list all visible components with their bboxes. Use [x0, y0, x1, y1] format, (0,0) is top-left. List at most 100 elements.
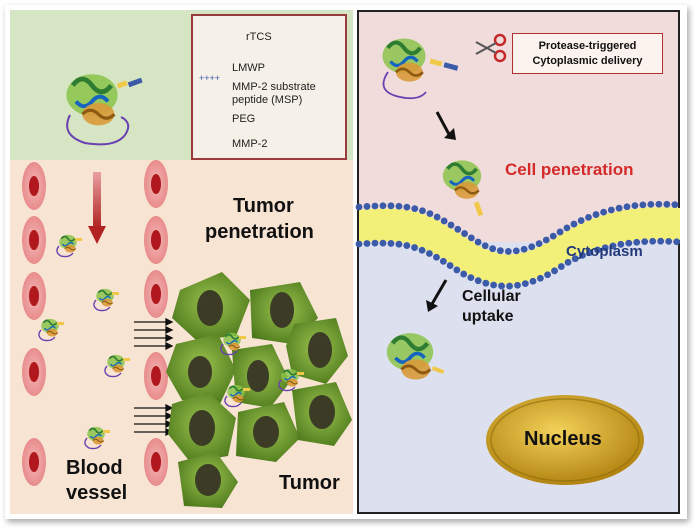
- membrane-lipid-head: [529, 277, 537, 285]
- membrane-lipid-head: [609, 242, 617, 250]
- tumor-cell: [172, 272, 250, 340]
- membrane-lipid-head: [625, 239, 633, 247]
- membrane-lipid-head: [542, 236, 550, 244]
- blood-vessel-label-2: vessel: [66, 482, 128, 504]
- legend-lmwp-label: LMWP: [232, 62, 265, 74]
- membrane-lipid-head: [647, 201, 655, 208]
- membrane: [359, 207, 680, 285]
- membrane-lipid-head: [411, 244, 418, 251]
- membrane-lipid-head: [379, 202, 387, 210]
- membrane-lipid-head: [467, 274, 475, 282]
- down-arrow-icon: [435, 111, 456, 140]
- membrane-lipid-head: [570, 220, 578, 228]
- membrane-lipid-head: [549, 232, 557, 240]
- tumor-cell: [168, 392, 236, 462]
- red-blood-cell: [22, 216, 46, 264]
- membrane-lipid-head: [673, 238, 681, 246]
- membrane-lipid-head: [496, 247, 504, 255]
- membrane-lipid-head: [460, 270, 468, 278]
- vessel-proteins: [39, 235, 130, 449]
- cytoplasm-label: Cytoplasm: [566, 243, 643, 260]
- protease-note-box: Protease-triggered Cytoplasmic delivery: [512, 33, 663, 74]
- membrane-lipid-head: [467, 234, 475, 242]
- membrane-lipid-head: [544, 271, 551, 279]
- membrane-lipid-head: [615, 204, 623, 212]
- membrane-lipid-head: [521, 280, 529, 288]
- nucleus-label: Nucleus: [524, 428, 602, 450]
- tumor-cell: [178, 452, 238, 508]
- legend-box: [191, 14, 347, 160]
- membrane-lipid-head: [418, 246, 426, 254]
- membrane-lipid-head: [433, 213, 441, 221]
- membrane-lipid-head: [617, 240, 625, 248]
- membrane-lipid-head: [586, 249, 594, 256]
- rtcs-conjugate-illustration: [66, 74, 143, 146]
- tumor-penetration-label-1: Tumor: [233, 195, 294, 217]
- red-blood-cell: [144, 216, 168, 264]
- down-arrow-icon: [88, 172, 106, 244]
- membrane-lipid-head: [528, 243, 536, 251]
- membrane-lipid-head: [563, 224, 571, 232]
- down-left-arrow-icon: [426, 279, 448, 312]
- membrane-lipid-head: [371, 239, 379, 247]
- membrane-lipid-head: [671, 201, 679, 209]
- membrane-lipid-head: [489, 245, 497, 253]
- membrane-lipid-head: [649, 237, 657, 245]
- tumor-cell: [292, 382, 352, 446]
- membrane-lipid-head: [454, 225, 462, 233]
- note-line-2: Cytoplasmic delivery: [532, 55, 643, 67]
- red-blood-cell: [22, 162, 46, 210]
- tumor-cell: [166, 334, 236, 404]
- legend-msp-label-2: peptide (MSP): [232, 94, 303, 106]
- membrane-lipid-head: [425, 250, 433, 257]
- membrane-lipid-head: [395, 202, 403, 210]
- flow-arrows: [134, 317, 174, 437]
- membrane-lipid-head: [482, 279, 490, 287]
- membrane-lipid-head: [594, 246, 601, 254]
- membrane-lipid-head: [623, 203, 631, 211]
- membrane-lipid-head: [446, 262, 454, 269]
- membrane-dots: [355, 200, 681, 290]
- membrane-lipid-head: [403, 203, 411, 211]
- membrane-lipid-head: [371, 202, 379, 210]
- membrane-lipid-head: [551, 267, 558, 275]
- membrane-lipid-head: [363, 240, 371, 247]
- membrane-lipid-head: [453, 266, 461, 274]
- membrane-lipid-head: [355, 203, 363, 211]
- membrane-lipid-head: [426, 210, 434, 218]
- protease-conjugate: [382, 38, 459, 100]
- legend-lmwp-charge: ++++: [199, 73, 221, 83]
- membrane-lipid-head: [536, 274, 544, 282]
- membrane-lipid-head: [571, 255, 579, 263]
- membrane-lipid-head: [655, 200, 663, 208]
- membrane-lipid-head: [639, 201, 647, 209]
- membrane-lipid-head: [556, 228, 564, 236]
- red-blood-cell: [22, 272, 46, 320]
- note-line-1: Protease-triggered: [538, 40, 637, 52]
- membrane-lipid-head: [403, 242, 411, 249]
- membrane-lipid-head: [433, 253, 440, 261]
- red-blood-cell: [144, 352, 168, 400]
- legend-rtcs-label: rTCS: [246, 31, 272, 43]
- membrane-lipid-head: [535, 240, 543, 248]
- membrane-lipid-head: [585, 214, 592, 221]
- membrane-lipid-head: [447, 221, 455, 229]
- membrane-lipid-head: [461, 230, 468, 237]
- membrane-lipid-head: [631, 202, 639, 210]
- cell-penetration-label: Cell penetration: [505, 160, 634, 179]
- membrane-lipid-head: [514, 281, 521, 289]
- membrane-lipid-head: [665, 237, 673, 245]
- membrane-lipid-head: [440, 217, 448, 225]
- membrane-lipid-head: [607, 206, 615, 214]
- cellular-uptake-label-1: Cellular: [462, 288, 521, 305]
- membrane-lipid-head: [506, 282, 513, 290]
- tumor-cell: [286, 318, 348, 384]
- membrane-lipid-head: [481, 242, 489, 250]
- red-blood-cell: [144, 438, 168, 486]
- tumor-penetration-label-2: penetration: [205, 221, 314, 243]
- cellular-uptake-label-2: uptake: [462, 308, 514, 325]
- membrane-lipid-head: [474, 238, 482, 246]
- membrane-lipid-head: [504, 248, 512, 255]
- membrane-lipid-head: [395, 240, 403, 248]
- membrane-lipid-head: [657, 237, 665, 245]
